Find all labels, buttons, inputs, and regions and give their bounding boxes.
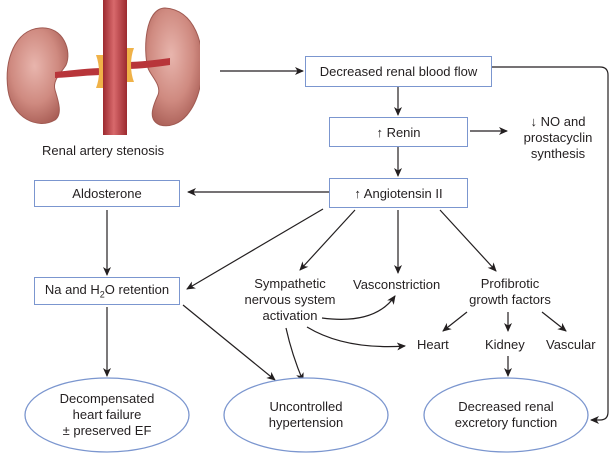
profibrotic-line-2: growth factors xyxy=(469,292,551,307)
heart-failure-text: Decompensated heart failure ± preserved … xyxy=(25,378,189,452)
arrow-sympathetic-to-heart xyxy=(306,326,406,351)
sympathetic-line-2: nervous system xyxy=(244,292,336,307)
heart-label: Heart xyxy=(417,337,449,352)
na-h2o-retention-box: Na and H2O retention xyxy=(34,277,180,305)
renal-artery-stenosis-caption: Renal artery stenosis xyxy=(42,143,165,158)
arrow-profibrotic-to-heart xyxy=(442,311,468,332)
aorta xyxy=(103,0,127,135)
left-stenosis xyxy=(96,55,103,88)
arrow-angiotensin-to-profibrotic xyxy=(439,209,497,272)
profibrotic-line-1: Profibrotic xyxy=(480,276,540,291)
renin-label: ↑ Renin xyxy=(376,124,421,140)
decreased-renal-blood-flow-box: Decreased renal blood flow xyxy=(305,56,492,87)
hypertension-line-2: hypertension xyxy=(268,415,344,430)
no-line-3: synthesis xyxy=(530,146,586,161)
decreased-renal-blood-flow-label: Decreased renal blood flow xyxy=(319,64,478,79)
na-h2o-retention-label: Na and H2O retention xyxy=(45,282,169,300)
hypertension-line-1: Uncontrolled xyxy=(269,399,343,414)
sympathetic-label: Sympathetic nervous system activation xyxy=(235,276,345,324)
aldosterone-label: Aldosterone xyxy=(72,186,142,201)
no-line-1: ↓ NO and xyxy=(530,114,586,129)
na-h2o-subscript: 2 xyxy=(99,289,105,300)
kidney-illustration xyxy=(6,0,200,135)
renal-function-line-1: Decreased renal xyxy=(458,399,554,414)
sympathetic-line-3: activation xyxy=(262,308,318,323)
arrow-na-to-hypertension xyxy=(182,304,276,381)
sympathetic-line-1: Sympathetic xyxy=(254,276,326,291)
arrow-sympathetic-to-hypertension xyxy=(285,327,304,382)
angiotensin-label: ↑ Angiotensin II xyxy=(354,185,443,201)
vasoconstriction-label: Vasconstriction xyxy=(353,277,441,292)
na-h2o-suffix: O retention xyxy=(104,282,170,298)
renin-box: ↑ Renin xyxy=(329,117,468,147)
ellipse-heart-failure xyxy=(24,377,190,453)
aldosterone-box: Aldosterone xyxy=(34,180,180,207)
kidney-label: Kidney xyxy=(485,337,525,352)
renal-function-line-2: excretory function xyxy=(454,415,558,430)
no-prostacyclin-label: ↓ NO and prostacyclin synthesis xyxy=(513,114,603,162)
ellipse-renal-function xyxy=(423,377,589,453)
heart-failure-line-1: Decompensated xyxy=(59,391,155,406)
arrow-sympathetic-to-vasoconstriction xyxy=(321,295,396,320)
right-stenosis xyxy=(127,48,134,82)
left-kidney xyxy=(6,27,69,124)
arrow-profibrotic-to-vascular xyxy=(541,311,567,332)
right-renal-artery xyxy=(127,58,170,69)
arrow-angiotensin-to-na xyxy=(186,208,324,290)
no-line-2: prostacyclin xyxy=(523,130,593,145)
profibrotic-label: Profibrotic growth factors xyxy=(460,276,560,308)
heart-failure-line-3: ± preserved EF xyxy=(62,423,152,438)
heart-failure-line-2: heart failure xyxy=(72,407,142,422)
angiotensin-box: ↑ Angiotensin II xyxy=(329,178,468,208)
vascular-label: Vascular xyxy=(546,337,596,352)
arrow-angiotensin-to-sympathetic xyxy=(299,209,356,271)
arrow-blood-flow-to-renal-function xyxy=(492,66,609,424)
ellipse-hypertension xyxy=(223,377,389,453)
hypertension-text: Uncontrolled hypertension xyxy=(224,378,388,452)
na-h2o-prefix: Na and H xyxy=(44,282,100,298)
left-renal-artery xyxy=(55,68,103,78)
renal-function-text: Decreased renal excretory function xyxy=(424,378,588,452)
